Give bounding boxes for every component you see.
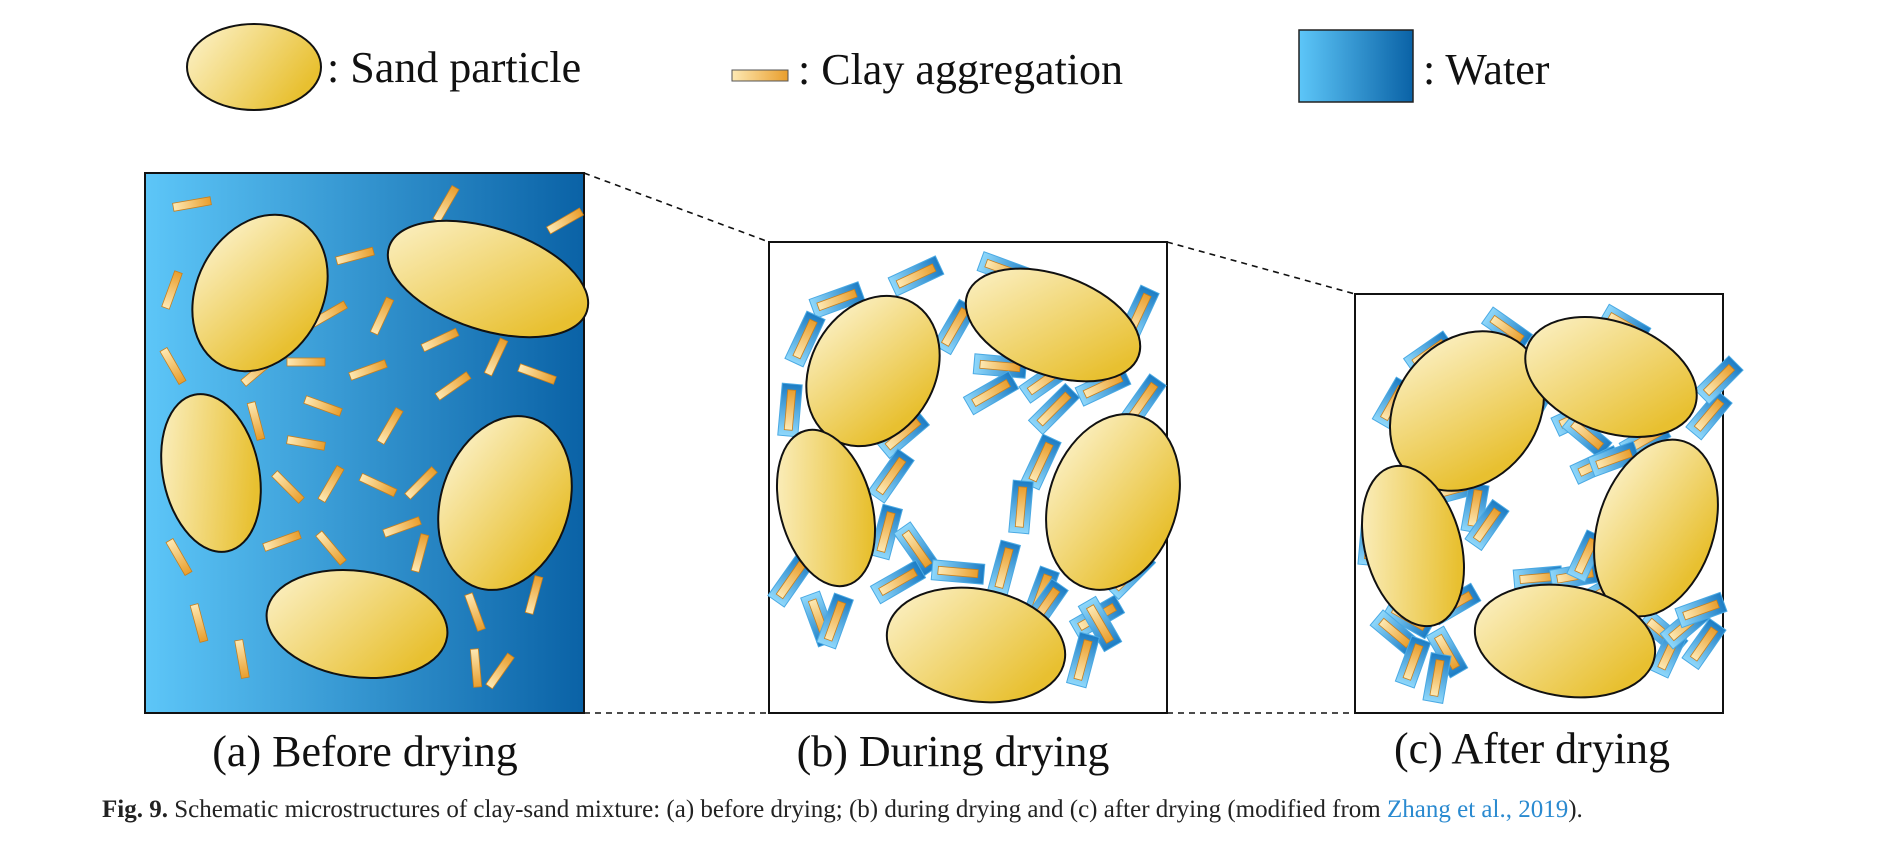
clay-aggregation [404, 466, 438, 500]
clay-aggregation [876, 511, 896, 553]
clay-aggregation [1693, 398, 1725, 432]
clay-aggregation [901, 529, 933, 569]
sand-particle [386, 219, 590, 339]
figure-number: Fig. 9. [102, 796, 168, 823]
clay-aggregation [1467, 489, 1483, 527]
clay-aggregations [159, 184, 585, 690]
clay-aggregation [348, 359, 388, 381]
clay-aggregation [172, 196, 212, 212]
clay-aggregation-legend-icon [731, 69, 789, 82]
clay-aggregation [971, 378, 1011, 408]
clay-aggregation [1085, 604, 1115, 644]
clay-aggregation [485, 652, 515, 690]
clay-aggregation [303, 395, 343, 417]
sand-particles [775, 267, 1181, 704]
clay-aggregation [234, 639, 250, 679]
clay-aggregation [420, 327, 460, 353]
clay-aggregation [1433, 633, 1461, 671]
sand-particles [1361, 316, 1719, 699]
clay-aggregation [1489, 314, 1525, 344]
clay-aggregation [369, 296, 395, 336]
sand-particle [775, 428, 877, 588]
caption-tail: ). [1568, 796, 1583, 823]
sand-particle [191, 213, 329, 373]
clay-aggregation [1402, 643, 1424, 681]
sand-particle [964, 267, 1142, 383]
clay-aggregation [286, 357, 326, 367]
clay-aggregation [315, 530, 347, 566]
water-legend-icon [1298, 29, 1414, 103]
clay-aggregation [1595, 448, 1633, 470]
clay-aggregation [189, 603, 209, 643]
panel-b-label: (b) During drying [797, 727, 1110, 776]
clay-aggregation [1073, 639, 1093, 681]
clay-aggregation [262, 530, 302, 552]
clay-aggregation [335, 246, 375, 266]
clay-aggregation [1682, 599, 1720, 621]
panel-during-drying [767, 241, 1181, 714]
clay-aggregation [524, 575, 544, 615]
clay-aggregation [434, 371, 472, 401]
sand-particle [265, 569, 449, 679]
clay-aggregation [1014, 486, 1028, 528]
clay-aggregation [317, 464, 345, 504]
clay-aggregation [816, 288, 858, 312]
clay-aggregation-legend-label: : Clay aggregation [798, 45, 1123, 94]
sand-particle [437, 415, 573, 591]
clay-aggregation [1570, 419, 1604, 451]
citation-link[interactable]: Zhang et al., 2019 [1387, 796, 1569, 823]
clay-aggregation [878, 567, 918, 597]
clay-aggregation [376, 406, 404, 446]
clay-aggregation [792, 318, 818, 360]
clay-aggregation [875, 456, 907, 496]
clay-aggregation [165, 537, 193, 577]
clay-aggregation [517, 363, 557, 385]
clay-aggregation [159, 346, 187, 386]
sand-particle [1361, 464, 1465, 628]
clay-aggregation [545, 207, 585, 235]
sand-particle [1045, 413, 1181, 591]
clay-aggregation [1472, 507, 1502, 543]
clay-aggregation [1028, 441, 1054, 483]
sand-particle-legend-icon [186, 23, 322, 111]
panel-c-label: (c) After drying [1394, 724, 1670, 773]
sand-particle [160, 393, 262, 553]
panel-a-label: (a) Before drying [212, 727, 517, 776]
clay-aggregation [286, 435, 326, 451]
clay-aggregation [1429, 659, 1445, 697]
clay-aggregation [410, 533, 430, 573]
clay-aggregation [994, 547, 1014, 589]
clay-aggregation [783, 389, 797, 431]
sand-particle [885, 586, 1067, 704]
caption-text: Schematic microstructures of clay-sand m… [167, 796, 1387, 823]
clay-aggregation [1036, 391, 1072, 427]
sand-particle-legend-label: : Sand particle [327, 43, 581, 92]
clay-aggregation [382, 516, 422, 538]
clay-aggregation [469, 648, 483, 688]
clay-aggregation [979, 359, 1021, 373]
clay-aggregation [358, 472, 398, 498]
panel-before-drying [144, 172, 590, 714]
sand-particle [1524, 316, 1698, 438]
clay-aggregation [246, 401, 266, 441]
clay-aggregation [940, 307, 970, 347]
clay-aggregation [464, 592, 486, 632]
clay-aggregation [1689, 626, 1719, 662]
legend: : Sand particle : Clay aggregation : Wat… [186, 23, 1550, 111]
water-legend-label: : Water [1423, 45, 1550, 94]
clay-aggregation [1082, 373, 1124, 399]
figure-caption: Fig. 9. Schematic microstructures of cla… [102, 796, 1822, 824]
clay-aggregation [823, 600, 847, 642]
sand-particle [1473, 583, 1657, 699]
panel-after-drying [1354, 293, 1744, 714]
clay-aggregation [937, 565, 979, 579]
clay-aggregation [1702, 363, 1736, 397]
clay-aggregation [161, 270, 183, 310]
clay-aggregation [271, 470, 305, 504]
zoom-connectors [583, 172, 1356, 714]
clay-aggregation [483, 337, 509, 377]
sand-particles [160, 213, 590, 679]
clay-aggregation [895, 263, 937, 289]
